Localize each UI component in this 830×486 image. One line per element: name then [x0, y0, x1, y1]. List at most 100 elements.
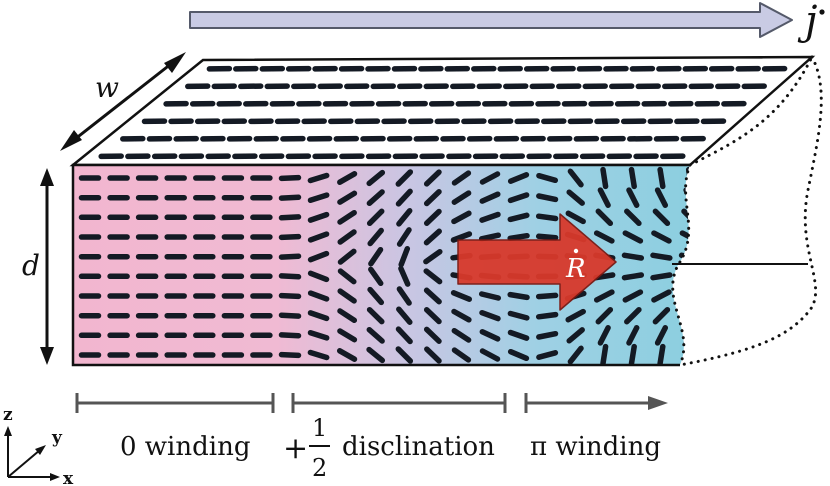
director-mark — [681, 208, 690, 227]
director-mark — [535, 292, 559, 300]
director-mark — [307, 192, 330, 204]
director-mark — [395, 188, 413, 207]
current-arrow — [189, 2, 793, 38]
director-mark — [367, 227, 384, 247]
director-mark — [307, 231, 330, 243]
director-mark — [657, 166, 666, 190]
director-mark — [565, 308, 586, 323]
director-mark — [683, 187, 690, 208]
director-mark — [278, 194, 302, 201]
director-mark — [650, 272, 673, 281]
director-mark — [278, 273, 302, 280]
director-mark — [507, 212, 530, 223]
director-mark — [278, 233, 302, 241]
director-mark — [307, 250, 330, 263]
director-mark — [450, 290, 473, 302]
director-mark — [593, 289, 615, 303]
director-mark — [395, 326, 413, 345]
director-mark — [565, 210, 586, 225]
director-mark — [307, 290, 330, 302]
region-label-fraction-denominator: 2 — [312, 454, 327, 482]
director-mark — [622, 230, 644, 244]
director-mark — [678, 272, 690, 281]
director-mark — [536, 350, 559, 360]
director-mark — [536, 172, 559, 184]
director-mark — [479, 329, 501, 342]
director-mark — [567, 345, 584, 365]
director-mark — [679, 230, 690, 244]
director-mark — [535, 233, 559, 241]
director-mark — [507, 291, 530, 301]
director-mark — [423, 208, 442, 226]
director-mark — [307, 329, 330, 341]
director-mark — [337, 190, 358, 205]
director-mark — [654, 325, 669, 346]
director-mark — [628, 343, 637, 365]
director-mark — [451, 210, 472, 225]
director-mark — [423, 248, 443, 265]
director-mark — [450, 231, 473, 243]
axis-label-x: x — [63, 469, 74, 486]
director-mark — [507, 329, 530, 341]
director-mark — [593, 230, 615, 244]
director-mark — [566, 327, 585, 344]
director-mark — [337, 268, 357, 285]
director-mark — [535, 311, 559, 320]
director-mark — [396, 227, 412, 247]
director-mark — [307, 310, 330, 322]
director-mark — [479, 171, 501, 185]
director-mark — [423, 189, 442, 207]
director-mark — [395, 169, 414, 187]
director-mark — [278, 312, 302, 319]
director-mark — [337, 171, 358, 185]
director-mark — [423, 268, 443, 285]
velocity-dot — [573, 248, 579, 254]
depth-arrow — [40, 168, 54, 365]
director-mark — [307, 349, 330, 361]
director-mark — [366, 208, 385, 227]
director-mark — [451, 170, 472, 186]
director-mark — [652, 208, 671, 227]
director-mark — [597, 187, 611, 208]
director-mark — [600, 343, 609, 365]
region-label-fraction-numerator: 1 — [312, 414, 327, 442]
director-mark — [423, 287, 442, 305]
director-mark — [628, 166, 637, 190]
director-mark — [479, 211, 501, 223]
director-mark — [451, 190, 472, 205]
region-brackets — [75, 393, 668, 413]
director-mark — [278, 351, 302, 359]
director-mark — [337, 288, 357, 304]
director-mark — [679, 289, 690, 303]
director-mark — [566, 189, 585, 206]
director-mark — [595, 306, 614, 325]
axis-label-y: y — [51, 428, 63, 448]
director-mark — [650, 252, 673, 261]
director-mark — [307, 270, 330, 283]
director-mark — [366, 326, 385, 344]
director-mark — [597, 325, 611, 346]
director-mark — [307, 172, 330, 184]
director-mark — [423, 307, 442, 325]
director-mark — [337, 308, 358, 324]
director-mark — [278, 253, 302, 260]
director-mark — [367, 286, 385, 306]
director-mark — [507, 172, 530, 184]
director-mark — [652, 306, 671, 325]
director-mark — [624, 306, 642, 325]
director-mark — [278, 292, 302, 300]
director-mark — [395, 346, 414, 364]
director-mark — [622, 289, 644, 303]
director-mark — [451, 347, 472, 363]
director-mark — [507, 310, 530, 321]
director-mark — [536, 193, 559, 203]
director-mark — [507, 232, 530, 242]
director-mark — [366, 306, 385, 325]
director-mark — [451, 327, 472, 343]
director-mark — [621, 272, 645, 281]
director-mark — [423, 326, 442, 344]
director-mark — [336, 348, 358, 362]
director-mark — [536, 330, 559, 340]
coordinate-axes — [4, 426, 60, 481]
current-label: j — [797, 0, 817, 44]
